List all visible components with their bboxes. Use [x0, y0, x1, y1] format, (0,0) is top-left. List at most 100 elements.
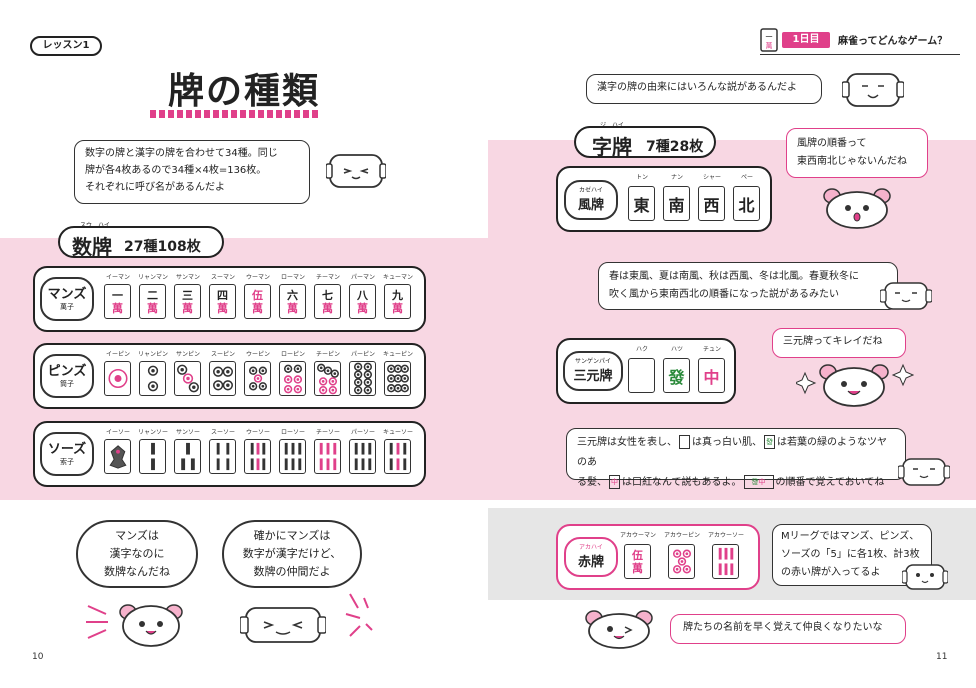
- suhai-header: [58, 226, 224, 258]
- chapter-title: 麻雀ってどんなゲーム？: [838, 36, 948, 47]
- round-character-face-bottom: [585, 610, 653, 649]
- lesson-badge: レッスン1: [30, 36, 102, 56]
- reading-1-7: パーピン: [350, 351, 375, 358]
- tile-numeral: 二: [147, 288, 158, 302]
- tile-man-suffix: 萬: [182, 301, 193, 315]
- tile-numeral: 伍: [252, 288, 263, 302]
- reading-2-7: パーソー: [350, 429, 375, 436]
- tile-sou-8: [349, 439, 376, 474]
- reading-0-2: サンマン: [175, 274, 200, 281]
- reading-2-6: チーソー: [315, 429, 340, 436]
- tile-sou-6: [279, 439, 306, 474]
- reading-0-3: スーマン: [210, 274, 235, 281]
- reading-0-1: リャンマン: [137, 274, 168, 281]
- akahai-label: アカハイ 赤牌: [564, 537, 618, 577]
- round-character-face-sangen: [796, 363, 914, 407]
- tile-pin-8: [349, 361, 376, 396]
- tile-sou-4: [209, 439, 236, 474]
- reading-2-5: ローソー: [280, 429, 305, 436]
- tile-numeral: 七: [322, 288, 333, 302]
- reading-aka-0: アカウーマン: [619, 532, 656, 539]
- tile-pin-4: [209, 361, 236, 396]
- tile-sou-1: [104, 439, 131, 474]
- tile-pin-2: [139, 361, 166, 396]
- pinzu-label: ピンズ 筒子: [40, 354, 94, 398]
- tile-character-face-right-top: [842, 73, 904, 107]
- bubble-manzu-question: マンズは漢字なのに数牌なんだね: [76, 520, 198, 588]
- tile-numeral: 八: [357, 288, 368, 302]
- page-number-left: 10: [32, 652, 44, 662]
- reading-aka-1: アカウーピン: [663, 532, 700, 539]
- tile-kaze-3: 北: [733, 186, 760, 221]
- tile-pin-3: [174, 361, 201, 396]
- reading-0-6: チーマン: [315, 274, 340, 281]
- suhai-ruby: スウ ハイ: [80, 220, 110, 229]
- tile-character-face-bottom: [240, 607, 326, 643]
- reading-0-4: ウーマン: [245, 274, 270, 281]
- tile-man-suffix: 萬: [357, 301, 368, 315]
- manzu-label: マンズ 萬子: [40, 277, 94, 321]
- kaze-order-bubble: 風牌の順番って東西南北じゃないんだね: [786, 128, 928, 178]
- jihai-header: [574, 126, 716, 158]
- bottom-bubble: 牌たちの名前を早く覚えて仲良くなりたいな: [670, 614, 906, 644]
- tile-character-face-sangen-note: [898, 458, 950, 486]
- reading-kaze-2: シャー: [702, 174, 721, 181]
- hatsu-mini-tile: 發: [764, 435, 775, 449]
- intro-bubble: 数字の牌と漢字の牌を合わせて34種。同じ牌が各4枚あるので34種×4枚=136枚…: [74, 140, 310, 204]
- bubble-manzu-answer: 確かにマンズは数字が漢字だけど、数牌の仲間だよ: [222, 520, 362, 588]
- mahjong-tile-icon: 一 萬: [760, 28, 778, 52]
- chun-mini-tile: 中: [609, 475, 620, 489]
- tile-sangen-glyph: 中: [703, 367, 720, 387]
- reading-1-1: リャンピン: [137, 351, 168, 358]
- sangenpai-label: サンゲンパイ 三元牌: [563, 351, 623, 391]
- reading-1-2: サンピン: [175, 351, 200, 358]
- sangen-mini-tiles: 發中: [743, 475, 774, 489]
- tile-man-4: 四萬: [209, 284, 236, 319]
- tile-man-suffix: 萬: [252, 301, 263, 315]
- souzu-label: ソーズ 索子: [40, 432, 94, 476]
- aka-man-suffix: 萬: [632, 561, 643, 575]
- chapter-underline: [760, 54, 960, 55]
- tile-man-suffix: 萬: [322, 301, 333, 315]
- tile-kaze-1: 南: [663, 186, 690, 221]
- title-decoration: [150, 110, 320, 118]
- tile-aka-1: [668, 544, 695, 579]
- tile-aka-0: 伍萬: [624, 544, 651, 579]
- tile-character-face: [326, 154, 386, 188]
- tile-pin-7: [314, 361, 341, 396]
- jihai-count: 7種28枚: [646, 139, 704, 155]
- tile-pin-5: [244, 361, 271, 396]
- reading-2-8: キューソー: [382, 429, 413, 436]
- tile-numeral: 三: [182, 288, 193, 302]
- tile-sangen-0: [628, 358, 655, 393]
- sangen-bubble: 三元牌ってキレイだね: [772, 328, 906, 358]
- tile-man-2: 二萬: [139, 284, 166, 319]
- tile-numeral: 六: [287, 288, 298, 302]
- reading-sangen-0: ハク: [635, 346, 648, 353]
- reading-0-5: ローマン: [280, 274, 305, 281]
- tile-man-1: 一萬: [104, 284, 131, 319]
- tile-numeral: 四: [217, 288, 228, 302]
- reading-aka-2: アカウーソー: [707, 532, 744, 539]
- reading-1-6: チーピン: [315, 351, 340, 358]
- tile-man-suffix: 萬: [287, 301, 298, 315]
- tile-pin-6: [279, 361, 306, 396]
- origin-bubble: 漢字の牌の由来にはいろんな説があるんだよ: [586, 74, 822, 104]
- reading-0-0: イーマン: [105, 274, 130, 281]
- round-character-face: [119, 604, 183, 647]
- kaze-note: 春は東風、夏は南風、秋は西風、冬は北風。春夏秋冬に吹く風から東南西北の順番になっ…: [598, 262, 898, 310]
- tile-character-face-kaze-note: [880, 282, 932, 310]
- jihai-label: 字牌: [592, 135, 632, 159]
- tile-sangen-1: 發: [663, 358, 690, 393]
- svg-text:萬: 萬: [766, 41, 773, 50]
- tile-sangen-2: 中: [698, 358, 725, 393]
- day-badge: 1日目: [782, 32, 830, 48]
- reading-2-4: ウーソー: [245, 429, 270, 436]
- tile-kaze-2: 西: [698, 186, 725, 221]
- sparkle-lines-right: [345, 593, 373, 637]
- sparkle-lines-left: [86, 605, 108, 639]
- tile-kaze-glyph: 南: [668, 195, 685, 215]
- reading-1-0: イーピン: [105, 351, 130, 358]
- tile-sou-2: [139, 439, 166, 474]
- reading-kaze-0: トン: [635, 174, 648, 181]
